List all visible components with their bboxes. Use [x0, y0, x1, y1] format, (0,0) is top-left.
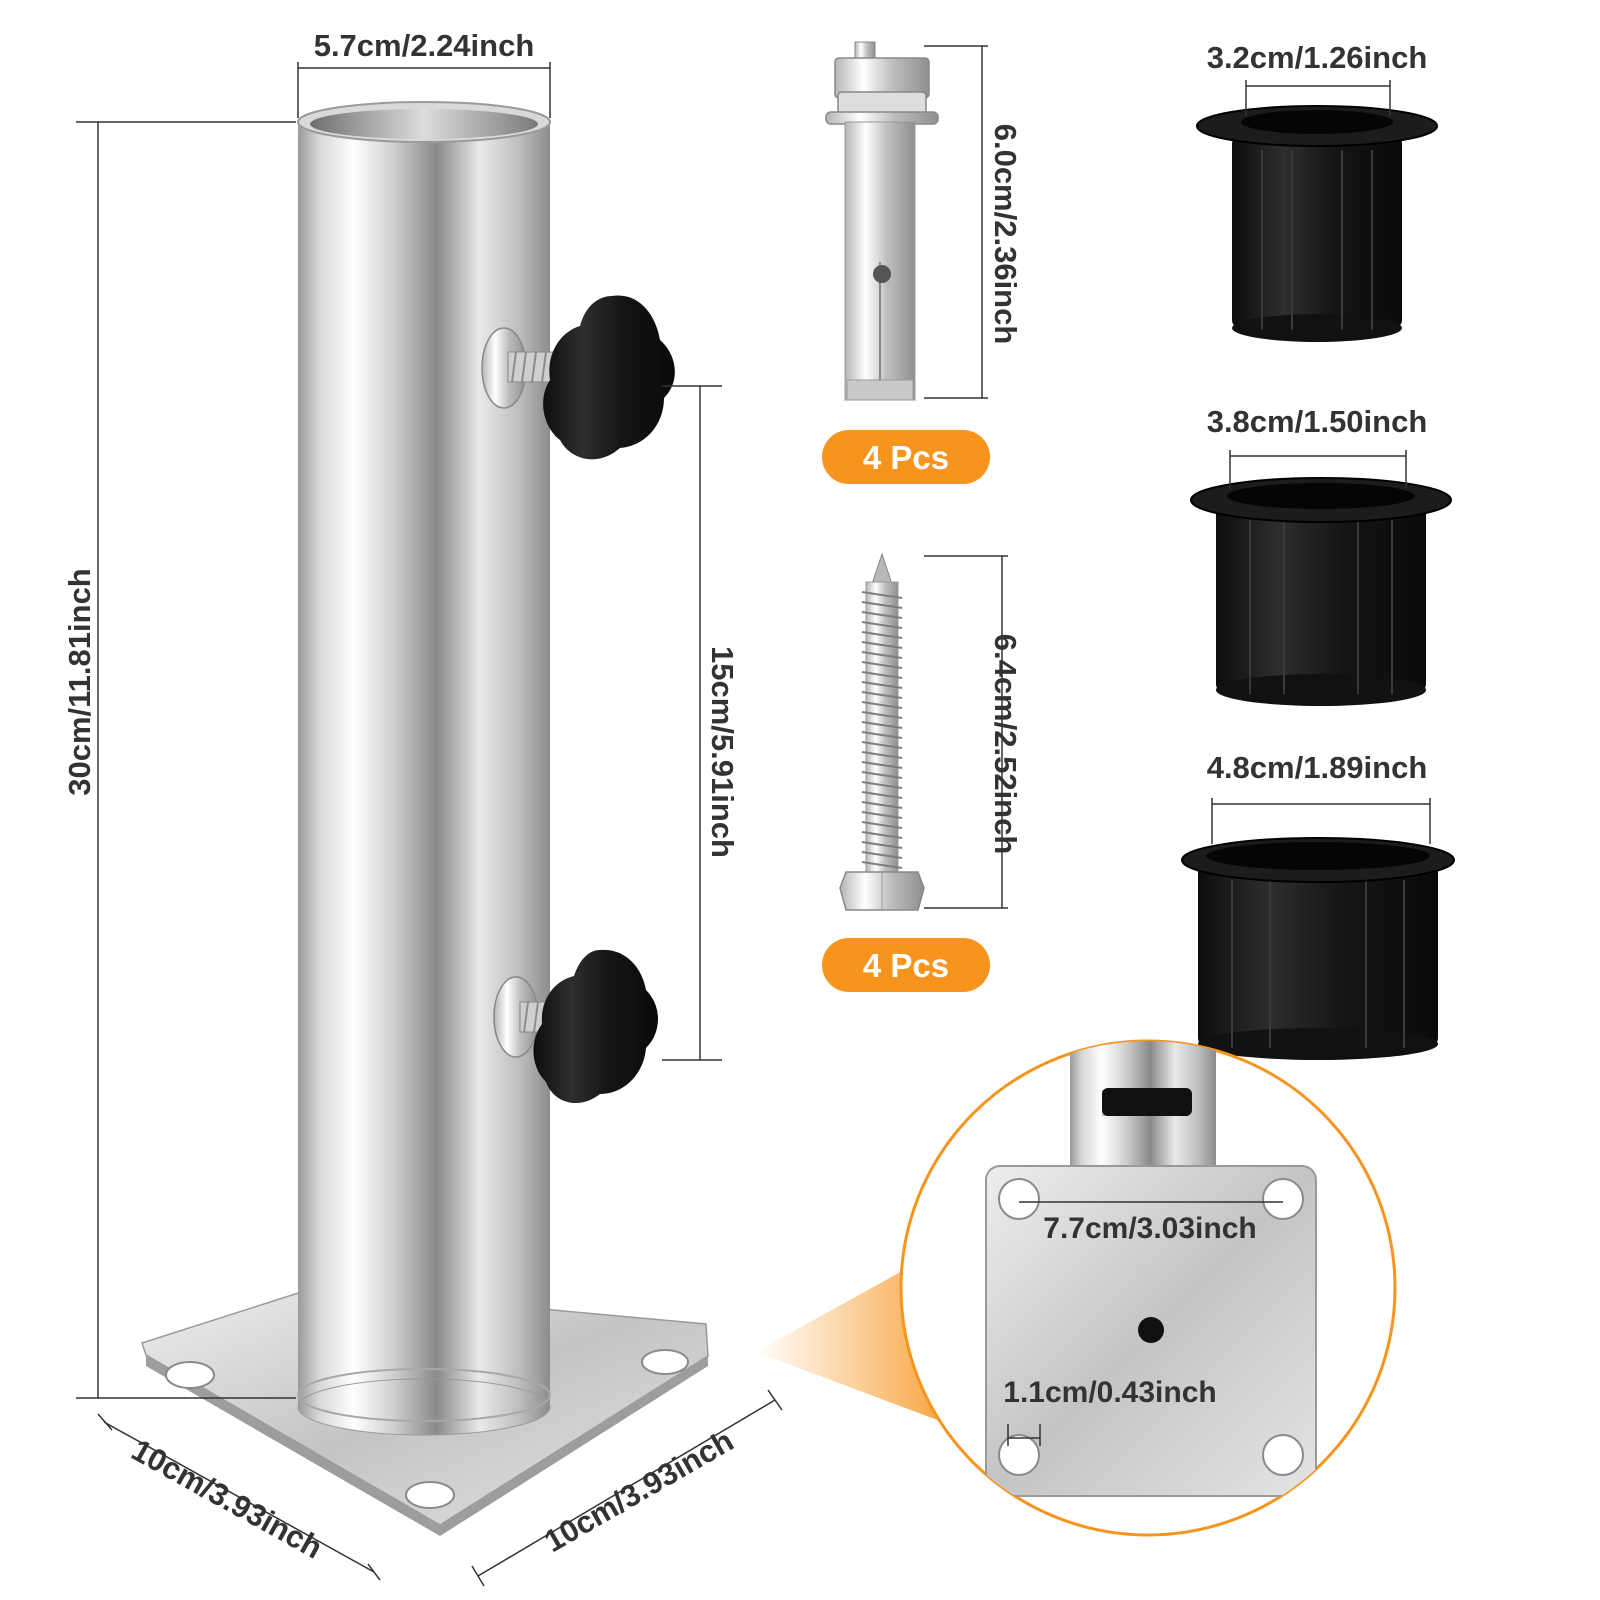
bolt-dimension-lines	[924, 45, 988, 399]
adapter-small-dimension-line	[1245, 80, 1391, 116]
adapter-medium-label: 3.8cm/1.50inch	[1207, 404, 1428, 439]
adapter-small-label: 3.2cm/1.26inch	[1207, 40, 1428, 75]
umbrella-holder-tube	[141, 101, 709, 1536]
adapter-large-label: 4.8cm/1.89inch	[1207, 750, 1428, 785]
bolt-quantity-badge: 4 Pcs	[822, 430, 990, 484]
knob-spacing-label: 15cm/5.91inch	[705, 646, 740, 858]
tube-height-label: 30cm/11.81inch	[62, 568, 97, 796]
adapter-medium-dimension-line	[1229, 450, 1407, 488]
adapter-large	[1181, 837, 1455, 1060]
hole-spacing-label: 7.7cm/3.03inch	[1043, 1212, 1256, 1245]
plate-center-hole-icon	[1138, 1317, 1164, 1343]
plate-hole-icon	[998, 1178, 1040, 1220]
tube-dimension-lines	[76, 62, 783, 1587]
adapter-large-dimension-line	[1211, 798, 1431, 844]
base-hole-icon	[641, 1349, 689, 1375]
hole-diameter-label: 1.1cm/0.43inch	[1003, 1376, 1216, 1409]
tube-diameter-label: 5.7cm/2.24inch	[314, 28, 535, 63]
expansion-bolt	[825, 41, 939, 401]
upper-tightening-knob	[481, 295, 675, 460]
screw-quantity-badge: 4 Pcs	[822, 938, 990, 992]
lower-tightening-knob	[493, 949, 658, 1104]
wood-screw	[839, 552, 925, 911]
bolt-quantity-label: 4 Pcs	[863, 439, 949, 476]
screw-dimension-lines	[924, 555, 1008, 909]
plate-hole-icon	[1262, 1178, 1304, 1220]
adapter-small	[1196, 105, 1438, 342]
plate-hole-icon	[1262, 1434, 1304, 1476]
base-hole-icon	[405, 1481, 455, 1509]
base-plate-detail-callout	[899, 1039, 1397, 1537]
base-hole-icon	[165, 1361, 215, 1389]
screw-length-label: 6.4cm/2.52inch	[988, 634, 1023, 855]
bolt-length-label: 6.0cm/2.36inch	[988, 124, 1023, 345]
plate-hole-icon	[998, 1434, 1040, 1476]
screw-quantity-label: 4 Pcs	[863, 947, 949, 984]
adapter-medium	[1190, 477, 1452, 706]
